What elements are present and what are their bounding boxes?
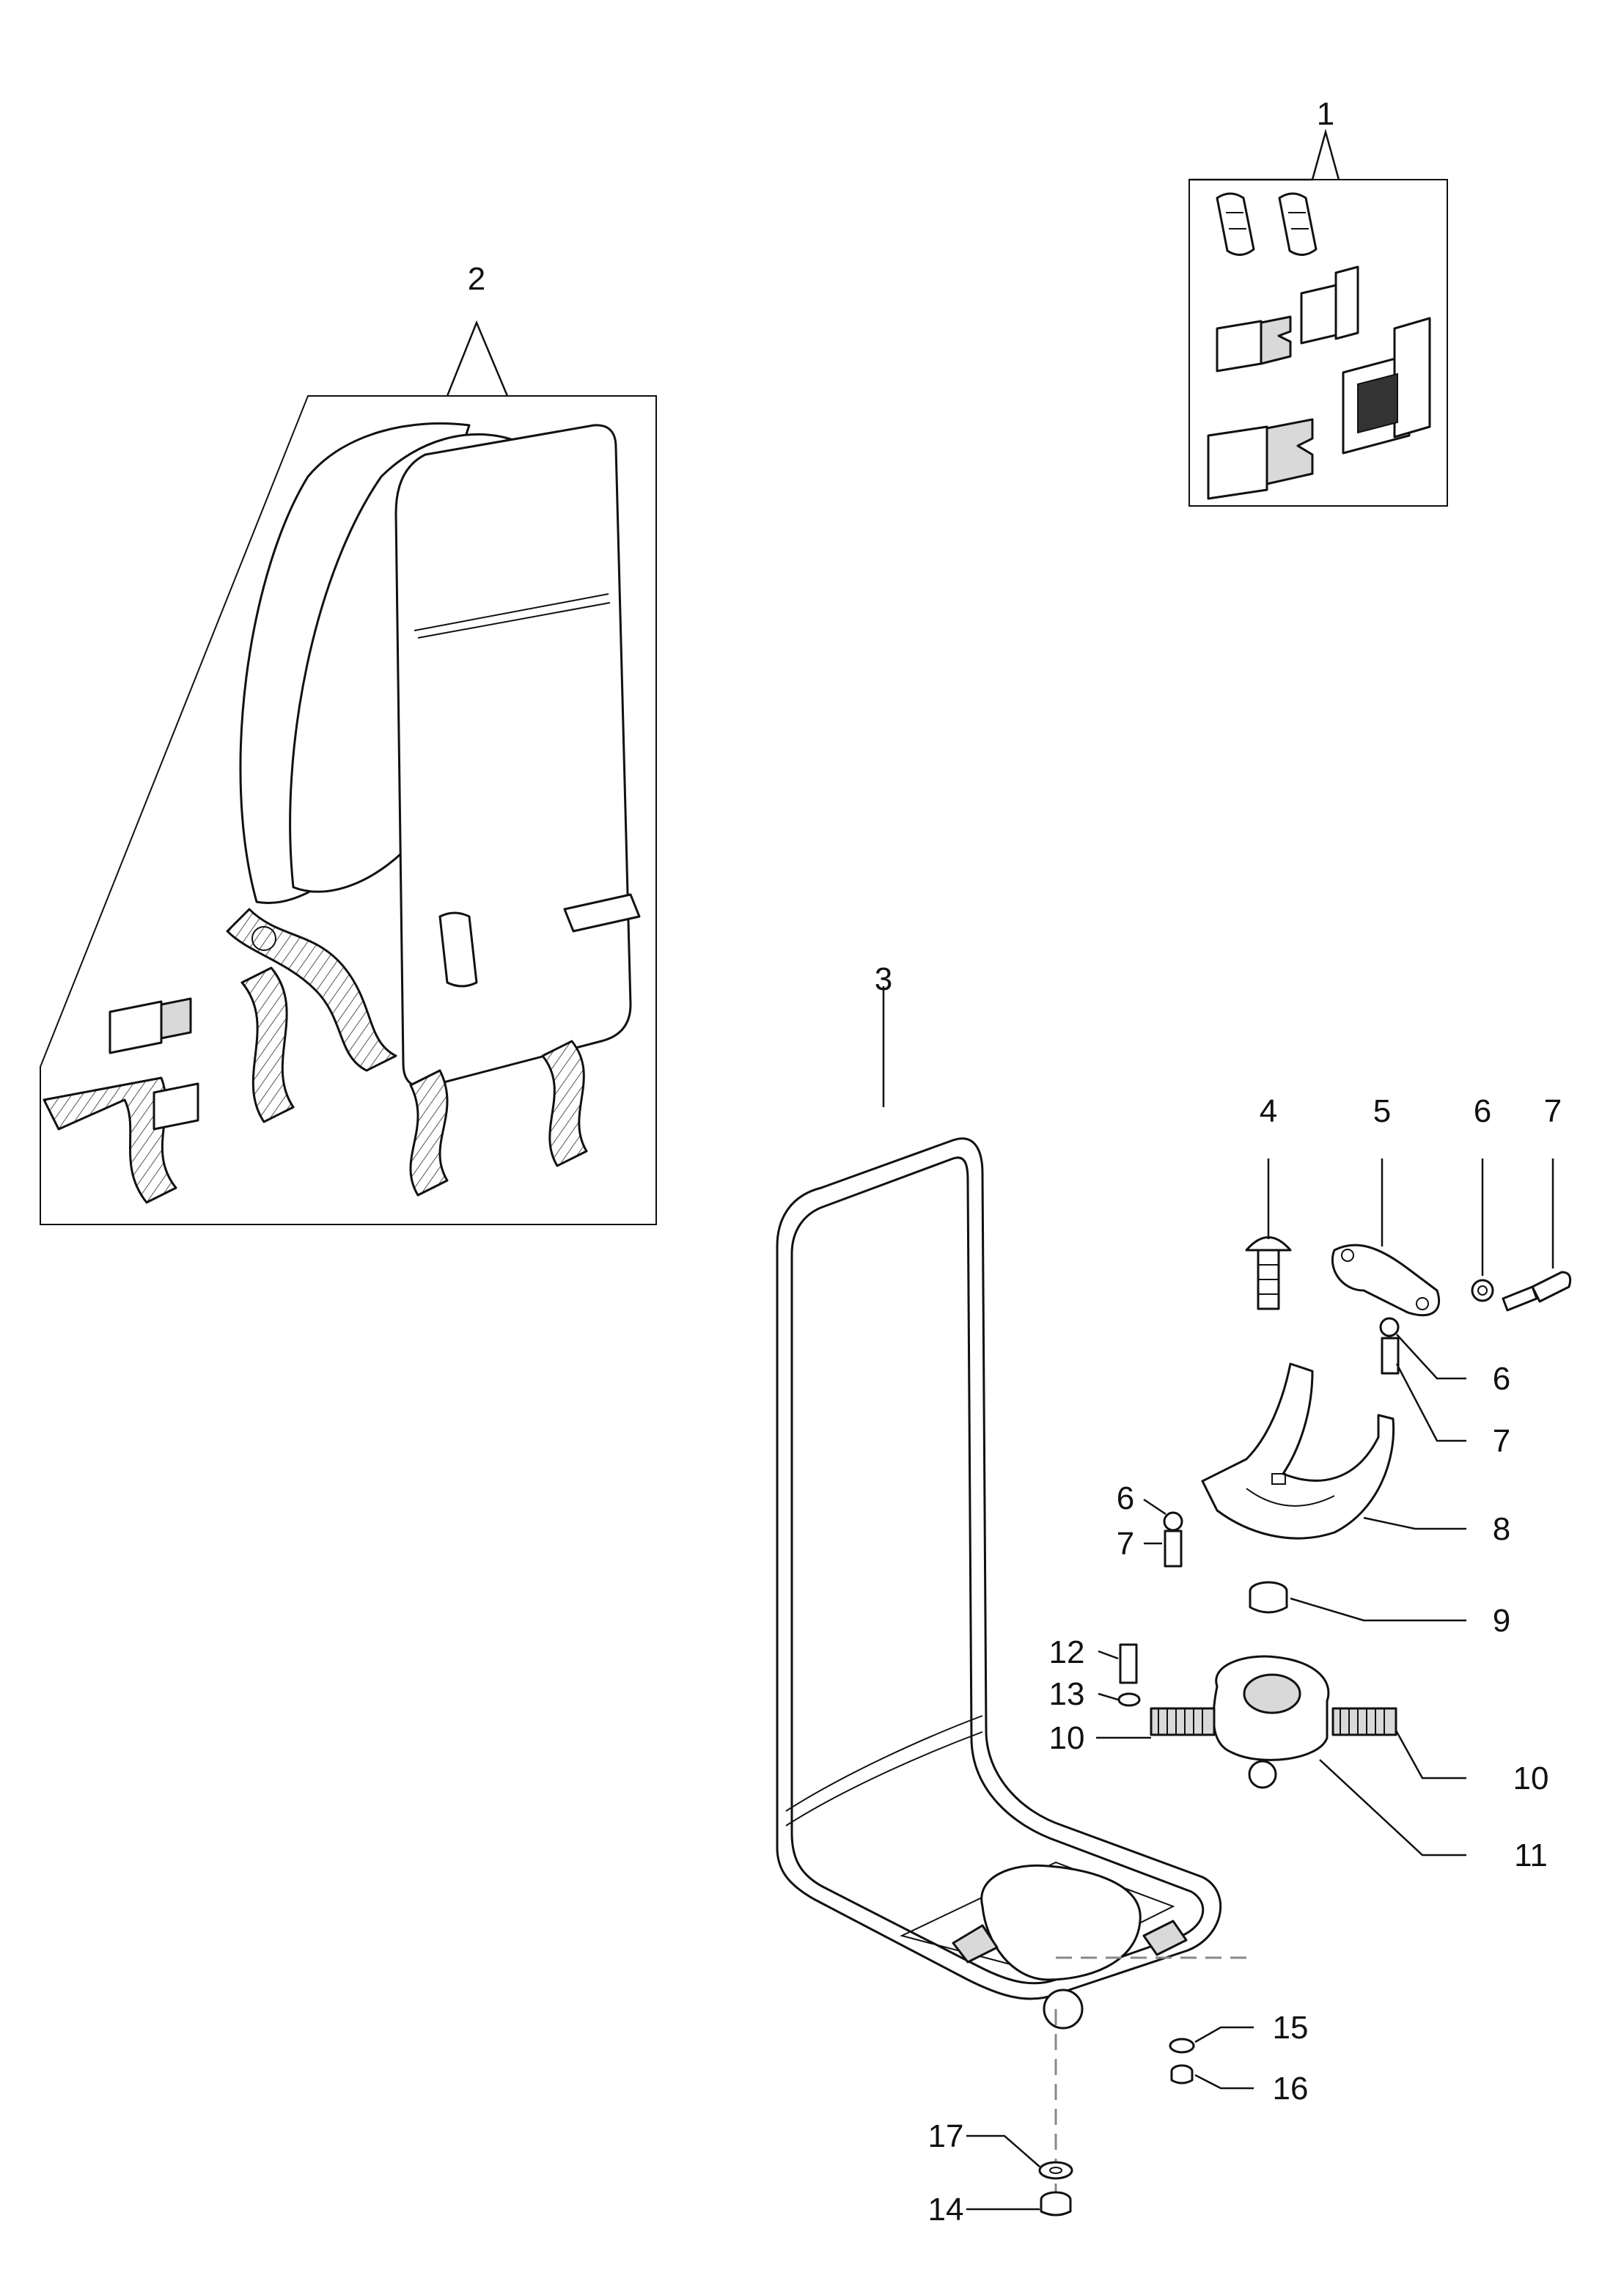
- part-4-carriage-bolt: [1245, 1158, 1292, 1310]
- large-buckle-icon: [1207, 317, 1431, 500]
- part-10-spring: [1331, 1707, 1466, 1780]
- callout-number-17: 17: [928, 2118, 964, 2154]
- part-6-washer: [1471, 1158, 1494, 1302]
- part-15-washer: [1169, 2026, 1254, 2054]
- part-6-washer: [1379, 1317, 1466, 1380]
- callout-number-7b: 7: [1493, 1423, 1510, 1459]
- callout-number-6b: 6: [1493, 1361, 1510, 1397]
- callout-number-8: 8: [1493, 1511, 1510, 1547]
- callout-number-7a: 7: [1544, 1093, 1562, 1129]
- part-17-washer: [966, 2134, 1073, 2180]
- ladder-lock-icon: [1278, 192, 1318, 256]
- part-2-backpack-harness: [40, 320, 657, 1225]
- part-13-washer: [1098, 1692, 1141, 1707]
- callout-number-16: 16: [1273, 2071, 1309, 2107]
- callout-number-12: 12: [1049, 1634, 1085, 1670]
- part-8-saddle-mount: [1201, 1362, 1466, 1540]
- part-12-screw: [1098, 1643, 1138, 1684]
- callout-number-11: 11: [1514, 1837, 1548, 1873]
- part-7-screw: [1144, 1530, 1183, 1568]
- callout-number-10a: 10: [1049, 1720, 1085, 1756]
- callout-number-14: 14: [928, 2192, 964, 2228]
- callout-number-15: 15: [1273, 2010, 1309, 2046]
- part-11-hub: [1212, 1655, 1466, 1857]
- callout-number-13: 13: [1049, 1676, 1085, 1712]
- part-7-screw: [1381, 1337, 1466, 1442]
- callout-number-3: 3: [875, 961, 892, 997]
- part-7-screw: [1502, 1158, 1572, 1312]
- callout-number-6c: 6: [1117, 1480, 1134, 1516]
- small-buckle-icon: [1216, 265, 1359, 372]
- callout-number-5: 5: [1373, 1093, 1391, 1129]
- part-3-frame: [776, 986, 1246, 2200]
- callout-number-1: 1: [1317, 96, 1334, 132]
- callout-number-4: 4: [1260, 1093, 1277, 1129]
- part-16-nut: [1170, 2064, 1254, 2090]
- ladder-lock-icon: [1216, 192, 1255, 256]
- part-14-nut: [966, 2191, 1072, 2217]
- part-1-buckle-kit: [1188, 128, 1448, 507]
- part-6-washer: [1143, 1498, 1183, 1532]
- callout-number-9: 9: [1493, 1603, 1510, 1639]
- callout-number-2: 2: [468, 261, 485, 297]
- part-10-spring: [1096, 1707, 1216, 1739]
- part-9-spacer: [1249, 1581, 1466, 1622]
- part-5-bracket: [1331, 1158, 1441, 1317]
- callout-number-7c: 7: [1117, 1526, 1134, 1562]
- callout-number-6a: 6: [1474, 1093, 1491, 1129]
- callout-number-10b: 10: [1513, 1760, 1549, 1796]
